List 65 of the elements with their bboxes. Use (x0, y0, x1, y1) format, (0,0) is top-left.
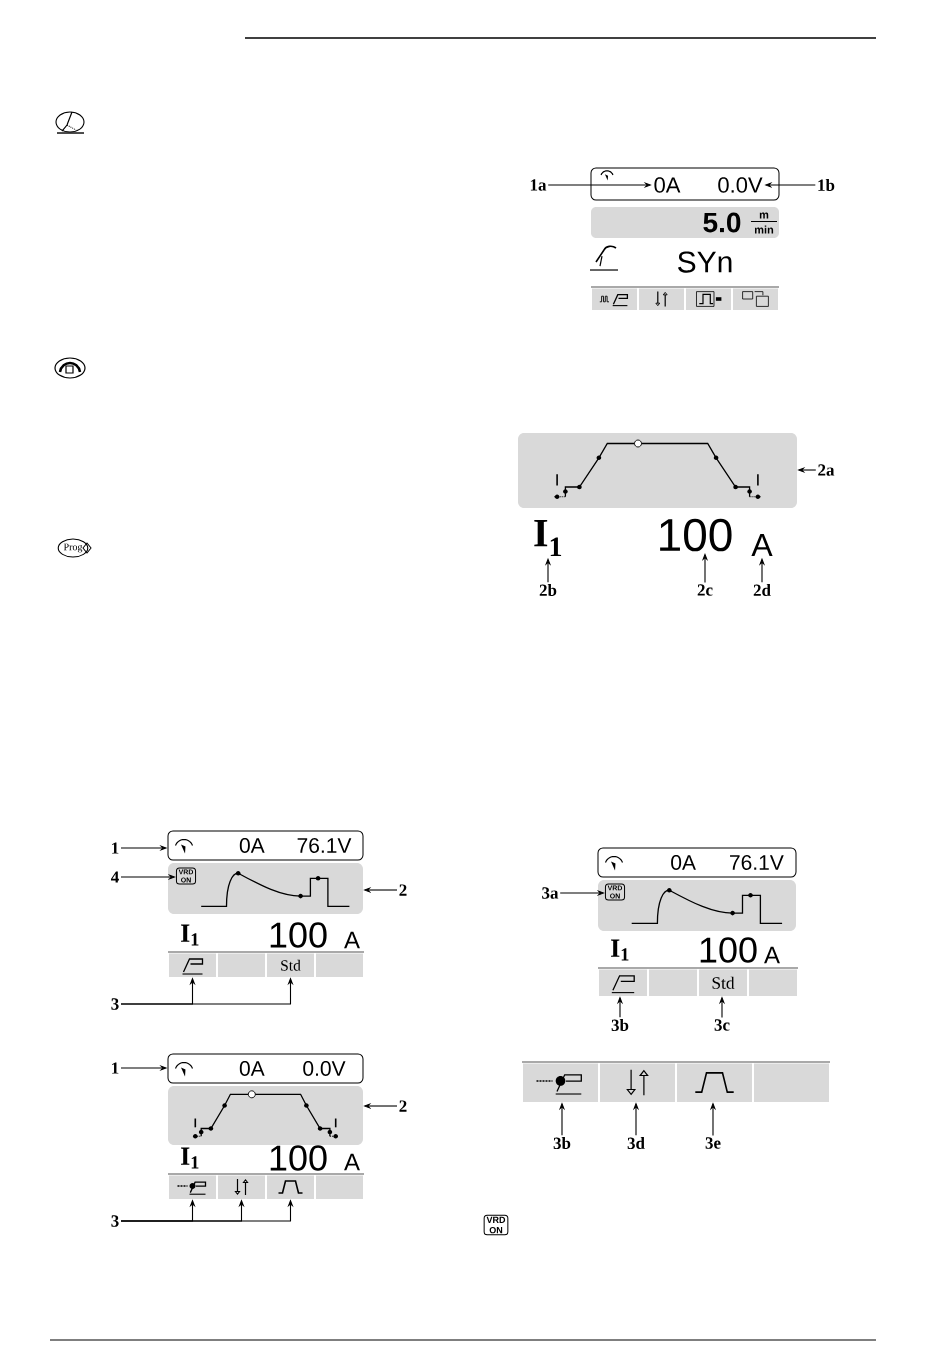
callout-label: 1a (530, 179, 547, 191)
callout-label: 3c (714, 1019, 730, 1031)
menu-tab (639, 288, 684, 310)
menu-tab (600, 1063, 675, 1102)
menu-tab (599, 969, 647, 996)
display-reading: 100 (700, 937, 757, 963)
display-panel (168, 1086, 363, 1145)
menu-tab (523, 1063, 598, 1102)
vrd-badge: VRD ON (483, 1214, 509, 1236)
display-reading: 0.0V (718, 177, 763, 193)
node-label: Std (281, 959, 301, 971)
callout-label: 2d (753, 584, 771, 596)
callout-label: 1 (112, 842, 119, 854)
menu-tab (169, 1175, 216, 1199)
callout-label: 2c (697, 584, 713, 596)
callout-label: 4 (111, 871, 119, 883)
menu-tab (749, 969, 797, 996)
menu-tab (592, 288, 637, 310)
menu-tab (649, 969, 697, 996)
menu-tab (677, 1063, 752, 1102)
display-row: 5.0 m min (591, 207, 779, 238)
callout-label: 2a (818, 464, 835, 476)
current-symbol: I$_{1}$ (181, 924, 199, 946)
callout-label: 3b (553, 1137, 571, 1149)
display-reading: 0A (654, 177, 681, 193)
menu-tab (218, 1175, 265, 1199)
display-reading: 100 (660, 518, 732, 552)
callout-label: 1 (112, 1062, 119, 1074)
menu-tab: Std (267, 953, 314, 977)
node-label: Std (712, 976, 735, 989)
unit-symbol: A (764, 946, 780, 964)
menu-tab (754, 1063, 829, 1102)
unit-symbol: A (751, 534, 773, 556)
display-row: 0A 0.0V (167, 1053, 364, 1084)
callout-label: 3e (705, 1137, 721, 1149)
menu-tab (218, 953, 265, 977)
display-reading: SYn (678, 251, 732, 273)
menu-tab (733, 288, 778, 310)
callout-label: 2 (399, 1100, 407, 1112)
callout-label: 1b (818, 179, 835, 191)
display-panel (518, 433, 797, 508)
display-row: 0A 76.1V (597, 847, 797, 878)
callout-label: 3d (627, 1137, 645, 1149)
current-symbol: I$_{1}$ (611, 939, 629, 961)
display-row: 0A 76.1V (167, 830, 364, 861)
callout-label: 2 (399, 884, 407, 896)
callout-label: 3b (611, 1019, 629, 1031)
menu-tab (267, 1175, 314, 1199)
current-symbol: I$_{1}$ (181, 1147, 199, 1169)
menu-tab (316, 953, 363, 977)
callout-label: 2b (539, 584, 557, 596)
display-panel (598, 880, 796, 931)
callout-label: 3 (111, 1215, 119, 1227)
menu-tab: Std (699, 969, 747, 996)
unit-symbol: A (344, 1153, 360, 1171)
display-reading: 100 (270, 922, 327, 948)
callout-label: 3a (542, 887, 559, 899)
callout-label: 3 (111, 998, 119, 1010)
unit-symbol: A (344, 931, 360, 949)
menu-tab (169, 953, 216, 977)
menu-tab (316, 1175, 363, 1199)
display-row (590, 167, 780, 201)
current-symbol: I$_{1}$ (534, 519, 562, 557)
display-reading: 100 (270, 1145, 327, 1171)
display-panel (168, 863, 363, 914)
